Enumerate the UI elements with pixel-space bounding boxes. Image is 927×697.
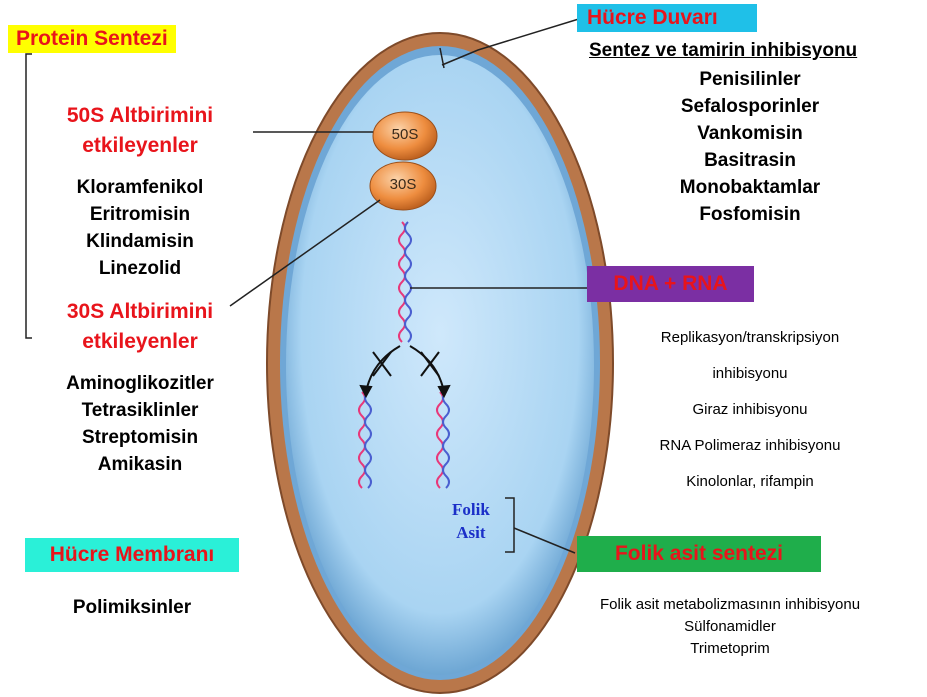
- dna-rna-text: Replikasyon/transkripsiyon inhibisyonu G…: [590, 321, 910, 499]
- dna-rna-line: Giraz inhibisyonu: [692, 393, 807, 427]
- dna-rna-line: inhibisyonu: [712, 355, 787, 393]
- cell-wall-drug: Fosfomisin: [699, 201, 800, 228]
- folic-acid-line: Sülfonamidler: [684, 616, 776, 638]
- folik-label: Folik Asit: [452, 498, 490, 544]
- folic-acid-title: Folik asit sentezi: [577, 536, 821, 572]
- cell-wall-subtitle: Sentez ve tamirin inhibisyonu: [589, 40, 857, 62]
- cell-wall-title: Hücre Duvarı: [577, 4, 757, 32]
- folic-acid-text: Folik asit metabolizmasının inhibisyonu …: [540, 594, 920, 660]
- 30s-heading-line2: etkileyenler: [82, 327, 198, 357]
- 50s-drug: Kloramfenikol: [77, 174, 204, 201]
- dna-rna-line: RNA Polimeraz inhibisyonu: [660, 427, 841, 465]
- 30s-drug: Aminoglikozitler: [66, 370, 214, 397]
- ribosome-50s-label: 50S: [382, 126, 428, 143]
- 50s-heading-line1: 50S Altbirimini: [67, 101, 213, 131]
- dna-rna-line: Kinolonlar, rifampin: [686, 465, 814, 499]
- 50s-heading: 50S Altbirimini etkileyenler: [30, 101, 250, 161]
- 50s-drug-list: Kloramfenikol Eritromisin Klindamisin Li…: [30, 174, 250, 282]
- 50s-drug: Klindamisin: [86, 228, 194, 255]
- 50s-drug: Linezolid: [99, 255, 181, 282]
- cell-wall-drug-list: Penisilinler Sefalosporinler Vankomisin …: [600, 66, 900, 228]
- folic-acid-line: Trimetoprim: [690, 638, 769, 660]
- cell-wall-drug: Sefalosporinler: [681, 93, 819, 120]
- ribosome-30s-label: 30S: [380, 176, 426, 193]
- 30s-heading: 30S Altbirimini etkileyenler: [30, 297, 250, 357]
- 50s-drug: Eritromisin: [90, 201, 190, 228]
- 30s-drug: Amikasin: [98, 451, 182, 478]
- folik-label-line1: Folik: [452, 498, 490, 521]
- cell-wall-drug: Basitrasin: [704, 147, 796, 174]
- dna-rna-line: Replikasyon/transkripsiyon: [661, 321, 839, 355]
- 50s-heading-line2: etkileyenler: [82, 131, 198, 161]
- 30s-drug: Streptomisin: [82, 424, 198, 451]
- 30s-heading-line1: 30S Altbirimini: [67, 297, 213, 327]
- 30s-drug: Tetrasiklinler: [82, 397, 199, 424]
- cell-wall-drug: Vankomisin: [697, 120, 803, 147]
- cell-wall-drug: Monobaktamlar: [680, 174, 820, 201]
- 30s-drug-list: Aminoglikozitler Tetrasiklinler Streptom…: [20, 370, 260, 478]
- membrane-drug: Polimiksinler: [25, 594, 239, 621]
- folik-label-line2: Asit: [452, 521, 490, 544]
- folic-acid-line: Folik asit metabolizmasının inhibisyonu: [600, 594, 860, 616]
- protein-synthesis-title: Protein Sentezi: [8, 25, 176, 53]
- cell-membrane-title: Hücre Membranı: [25, 538, 239, 572]
- dna-rna-title: DNA + RNA: [587, 266, 754, 302]
- cell-wall-drug: Penisilinler: [699, 66, 800, 93]
- cytoplasm: [286, 55, 594, 675]
